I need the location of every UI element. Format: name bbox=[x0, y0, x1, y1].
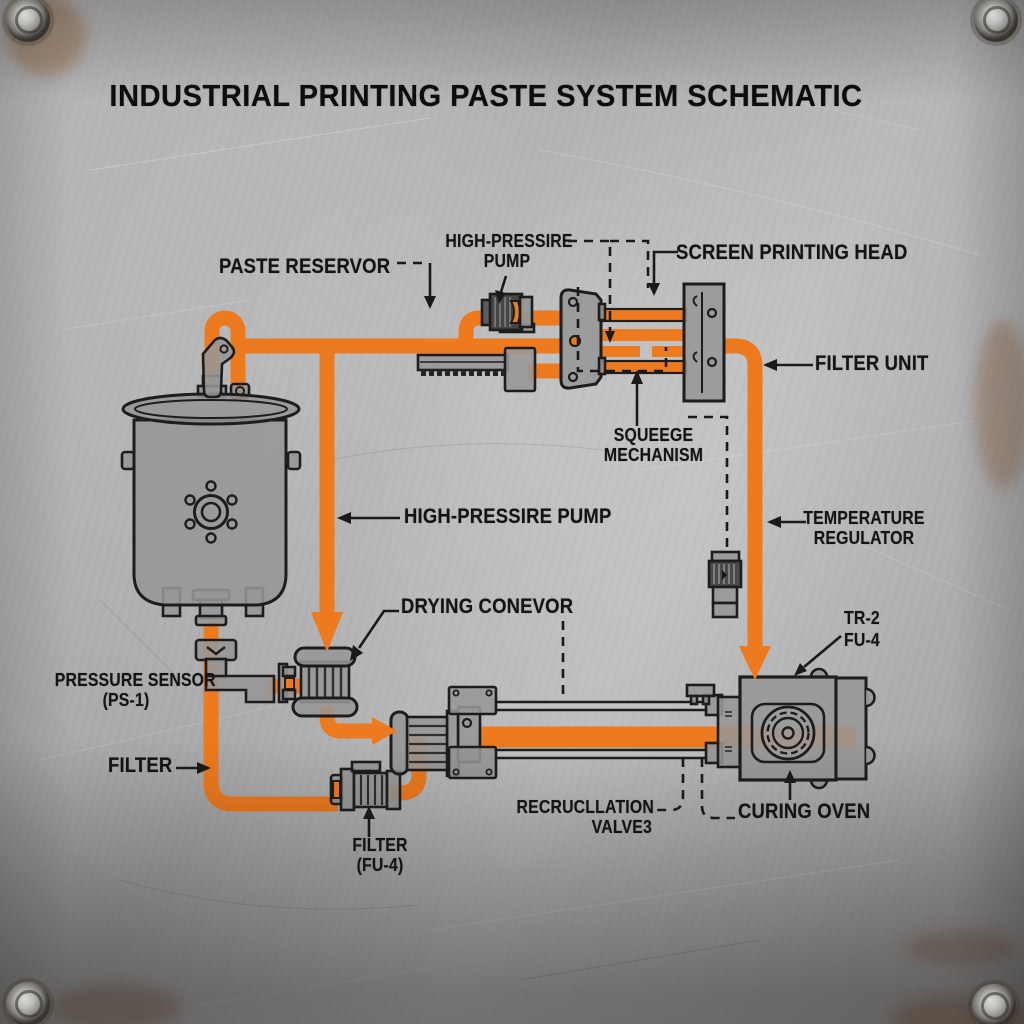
pipe-tank-bottom bbox=[203, 622, 338, 812]
label-paste-reservoir: PASTE RESERVOR bbox=[219, 255, 391, 278]
callout-arrowheads bbox=[197, 283, 807, 819]
screen-printing-head-block bbox=[559, 282, 726, 403]
label-drying-conveyor: DRYING CONEVOR bbox=[401, 595, 574, 618]
label-oven-tag: TR-2 FU-4 bbox=[844, 608, 880, 650]
label-pressure-sensor: PRESSURE SENSOR (PS-1) bbox=[54, 670, 216, 710]
label-high-pressure-pump-top: HIGH-PRESSIRE PUMP bbox=[445, 231, 573, 271]
pipe-head-to-oven bbox=[724, 338, 763, 648]
flow-arrowheads bbox=[311, 612, 771, 745]
corner-rivet bbox=[972, 984, 1016, 1024]
pressure-sensor-bracket bbox=[194, 638, 276, 704]
label-filter-inline: FILTER bbox=[108, 754, 173, 777]
label-recirculation-valve: RECRUCLLATION VALVE3 bbox=[516, 797, 654, 837]
label-curing-oven: CURING OVEN bbox=[738, 800, 871, 823]
printing-head-rods bbox=[598, 307, 688, 375]
conveyor-rails bbox=[494, 700, 708, 760]
label-filter-fu4: FILTER (FU-4) bbox=[352, 835, 408, 875]
label-filter-unit: FILTER UNIT bbox=[815, 352, 929, 375]
scratch-marks bbox=[39, 79, 1011, 1006]
corner-rivet bbox=[6, 982, 50, 1024]
arrow-to-conveyor bbox=[372, 717, 397, 745]
temperature-regulator-valve bbox=[707, 550, 743, 619]
arrow-into-dryer bbox=[311, 612, 343, 652]
rail-mount-bracket bbox=[685, 683, 716, 706]
label-squeegee-mechanism: SQUEEGE MECHANISM bbox=[603, 425, 704, 465]
elbow-fitting bbox=[201, 336, 236, 399]
callout-lines bbox=[176, 239, 842, 837]
label-screen-printing-head: SCREEN PRINTING HEAD bbox=[676, 241, 908, 264]
squeegee-rack bbox=[416, 346, 537, 393]
drying-conveyor-motor bbox=[277, 646, 359, 718]
schematic-title: INDUSTRIAL PRINTING PASTE SYSTEM SCHEMAT… bbox=[109, 78, 863, 113]
arrow-into-oven bbox=[739, 646, 771, 680]
tank-flange bbox=[184, 480, 238, 544]
conveyor-drive bbox=[389, 683, 724, 780]
filter-fu4-unit bbox=[329, 760, 402, 812]
corner-rivet bbox=[974, 0, 1018, 42]
pipe-pump-branch bbox=[458, 310, 564, 353]
high-pressure-pump-small bbox=[480, 292, 536, 334]
curing-oven-unit bbox=[716, 667, 876, 790]
pipe-reservoir-loop bbox=[204, 310, 246, 399]
corner-rivet bbox=[6, 0, 50, 42]
components bbox=[120, 282, 876, 812]
label-high-pressure-pump-mid: HIGH-PRESSIRE PUMP bbox=[404, 505, 612, 528]
label-temperature-regulator: TEMPERATURE REGULATOR bbox=[803, 508, 925, 548]
paste-reservoir-tank bbox=[120, 374, 302, 627]
